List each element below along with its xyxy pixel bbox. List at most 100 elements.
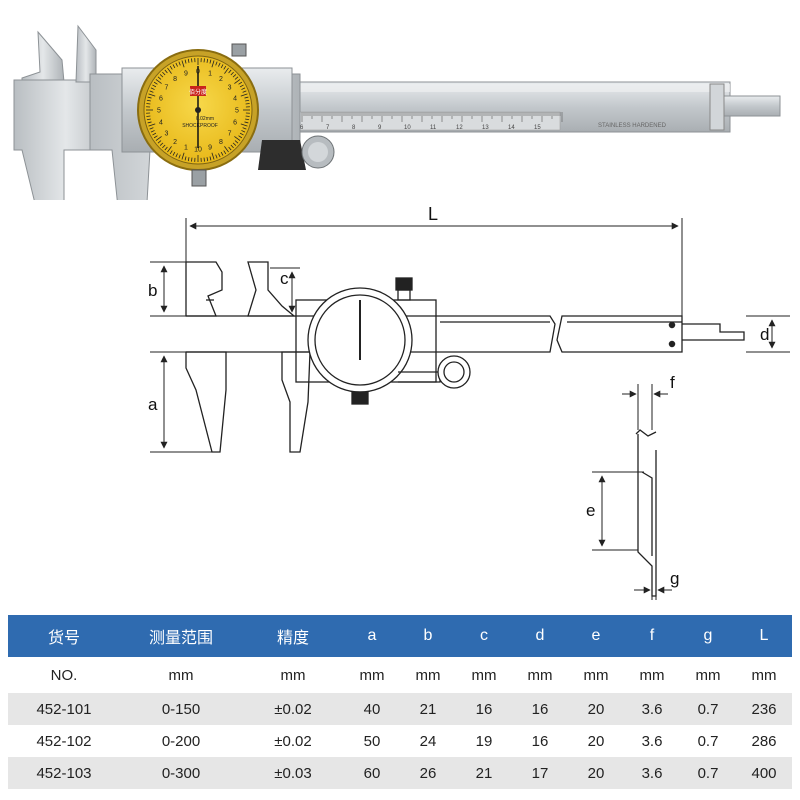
thumb-wheel-base bbox=[258, 140, 306, 170]
scale-label: STAINLESS HARDENED bbox=[598, 123, 667, 129]
dial-number: 6 bbox=[233, 120, 237, 127]
dial-number: 1 bbox=[184, 145, 188, 152]
dial-tick bbox=[172, 64, 176, 69]
unit-cell: mm bbox=[359, 666, 385, 684]
table-cell: 400 bbox=[736, 757, 792, 789]
scale-number: 9 bbox=[378, 125, 382, 131]
dial-tick bbox=[148, 123, 156, 127]
units-row: NO. mm mm mm mm mm mm mm mm mm mm bbox=[8, 657, 792, 693]
table-cell: ±0.03 bbox=[242, 757, 344, 789]
dial-brand: 佰分度 bbox=[189, 88, 207, 96]
dial-tick bbox=[162, 144, 166, 149]
dial-tick bbox=[242, 90, 247, 93]
dial-tick bbox=[224, 67, 229, 74]
unit-cell: mm bbox=[471, 666, 497, 684]
dial-tick bbox=[239, 132, 244, 136]
table-cell: 0-150 bbox=[120, 693, 242, 725]
dial-tick bbox=[238, 81, 243, 85]
dim-c-label: c bbox=[280, 269, 289, 288]
unit-cell: mm bbox=[527, 666, 553, 684]
dial-tick bbox=[245, 103, 250, 105]
dial-tick bbox=[155, 79, 162, 84]
table-header-row: 货号 测量范围 精度 a b c d e f g L bbox=[8, 615, 792, 657]
table-cell: 16 bbox=[512, 693, 568, 725]
dial-tick bbox=[241, 130, 246, 133]
dim-a-label: a bbox=[148, 395, 158, 414]
dial-number: 6 bbox=[159, 95, 163, 102]
drawing-top-knob bbox=[395, 277, 413, 291]
dial-tick bbox=[178, 154, 181, 159]
dial-tick bbox=[191, 58, 193, 63]
unit-cell: mm bbox=[751, 666, 777, 684]
table-cell: 60 bbox=[344, 757, 400, 789]
dial-tick bbox=[220, 151, 224, 156]
dial-tick bbox=[211, 60, 215, 68]
dial-tick bbox=[146, 103, 151, 105]
header-accuracy: 精度 bbox=[242, 615, 344, 657]
spec-table: 货号 测量范围 精度 a b c d e f g L NO. mm mm mm … bbox=[8, 615, 792, 789]
table-cell: 452-102 bbox=[36, 732, 92, 750]
table-cell: 24 bbox=[419, 732, 437, 750]
dial-tick bbox=[234, 140, 239, 144]
unit-cell: mm bbox=[415, 666, 441, 684]
dial-tick bbox=[234, 76, 239, 80]
dial-tick bbox=[223, 65, 227, 70]
scale-number: 12 bbox=[456, 125, 463, 131]
header-g: g bbox=[680, 615, 736, 657]
dial-tick bbox=[215, 61, 218, 66]
table-row: 452-103 0-300 ±0.03 60 26 21 17 20 3.6 0… bbox=[8, 757, 792, 789]
table-row: 452-102 0-200 ±0.02 50 24 19 16 20 3.6 0… bbox=[8, 725, 792, 757]
dial-tick bbox=[203, 157, 205, 162]
dial-number: 9 bbox=[208, 145, 212, 152]
dial-unit-text: 0.02mm bbox=[196, 116, 214, 122]
dial-numbers: 012345678910123456789 bbox=[157, 69, 239, 154]
dial-tick bbox=[228, 69, 232, 74]
header-a: a bbox=[344, 615, 400, 657]
dial-tick bbox=[224, 146, 229, 153]
dial-number: 4 bbox=[233, 95, 237, 102]
unit-cell: mm bbox=[168, 666, 194, 684]
drawing-fixed-jaw bbox=[185, 261, 223, 317]
dial-tick bbox=[234, 79, 241, 84]
dial-tick bbox=[167, 146, 172, 153]
dial-tick bbox=[149, 90, 154, 93]
table-cell: 50 bbox=[363, 732, 381, 750]
table-cell: 20 bbox=[568, 693, 624, 725]
table-cell: 286 bbox=[751, 732, 777, 750]
scale-number: 7 bbox=[326, 125, 330, 131]
scale-number: 8 bbox=[352, 125, 356, 131]
dial-tick bbox=[146, 99, 151, 102]
dial-number: 5 bbox=[157, 108, 161, 115]
dial-tick bbox=[245, 118, 250, 121]
dial-tick bbox=[155, 136, 162, 141]
dial-tick bbox=[223, 150, 227, 155]
dial-number: 8 bbox=[219, 139, 223, 146]
drawing-beam bbox=[186, 315, 556, 353]
dial-tick bbox=[146, 118, 151, 121]
unit-cell: mm bbox=[583, 666, 609, 684]
dial-tick bbox=[159, 142, 164, 146]
dial-tick bbox=[184, 59, 187, 64]
dial-tick bbox=[191, 157, 193, 162]
table-cell: ±0.02 bbox=[274, 732, 312, 750]
header-f: f bbox=[624, 615, 680, 657]
dial-tick bbox=[159, 74, 164, 78]
unit-cell: NO. bbox=[50, 666, 78, 684]
dial-tick bbox=[242, 127, 247, 130]
dial-tick bbox=[150, 130, 155, 133]
dial-tick bbox=[157, 76, 162, 80]
dial-tick bbox=[184, 156, 187, 161]
header-b: b bbox=[400, 615, 456, 657]
dial-number: 3 bbox=[164, 130, 168, 137]
dial-tick bbox=[206, 58, 209, 63]
table-cell: 0-300 bbox=[120, 757, 242, 789]
dial-tick bbox=[232, 142, 237, 146]
dim-b-label: b bbox=[148, 281, 157, 300]
dial-number: 7 bbox=[164, 85, 168, 92]
dial-tick bbox=[162, 71, 166, 76]
table-cell: 3.6 bbox=[624, 757, 680, 789]
dial-tick bbox=[152, 84, 157, 88]
dial-tick bbox=[187, 157, 190, 162]
dial-tick bbox=[175, 62, 178, 67]
